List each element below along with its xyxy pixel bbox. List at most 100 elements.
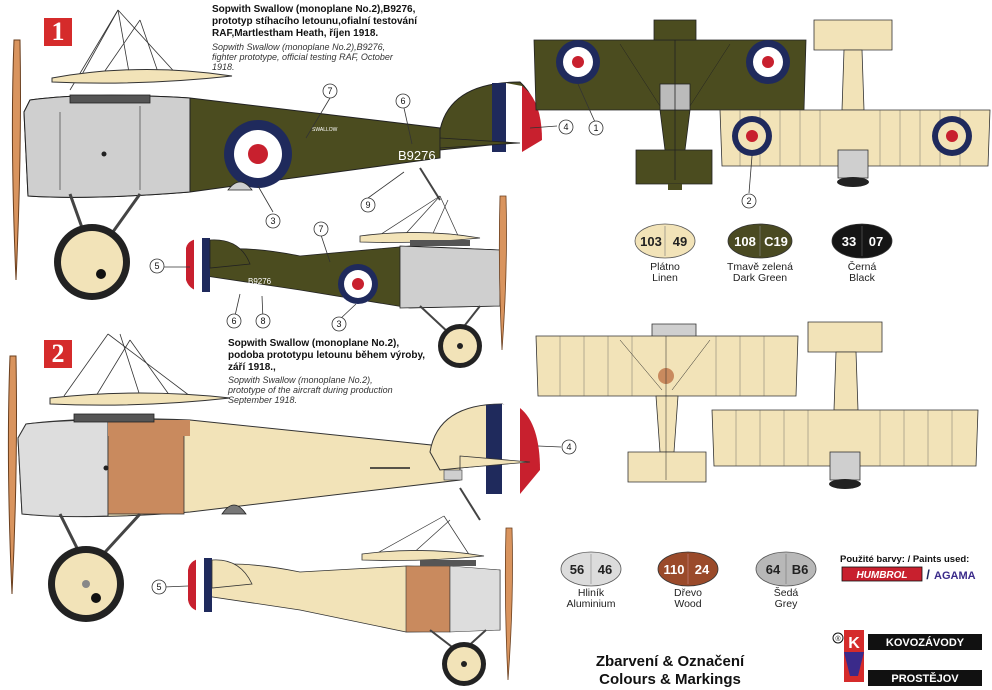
scheme1-number-badge: 1 bbox=[44, 17, 72, 46]
scheme1-small-side-view: B9276 bbox=[186, 195, 507, 368]
svg-text:56: 56 bbox=[570, 562, 584, 577]
scheme1-title-line: prototyp stíhacího letounu,ofialní testo… bbox=[212, 16, 418, 27]
callout-2: 2 bbox=[741, 193, 757, 209]
callout-3-small: 3 bbox=[331, 316, 347, 332]
swatch-row-1: 103 49 Plátno Linen 108 C19 Tmavě zelená… bbox=[634, 223, 893, 284]
scheme1-caption: Sopwith Swallow (monoplane No.2),B9276, … bbox=[212, 4, 418, 72]
scheme1-title-line: RAF,Martlestham Heath, říjen 1918. bbox=[212, 28, 378, 39]
scheme1-english-line: fighter prototype, official testing RAF,… bbox=[212, 52, 394, 62]
svg-text:49: 49 bbox=[673, 234, 687, 249]
svg-text:C19: C19 bbox=[764, 234, 788, 249]
scheme2-title-line: Sopwith Swallow (monoplane No.2), bbox=[228, 338, 399, 349]
swatch-linen: 103 49 Plátno Linen bbox=[634, 223, 696, 284]
callout-6-top: 6 bbox=[395, 93, 411, 109]
callout-8: 8 bbox=[255, 313, 271, 329]
paints-used-label: Použité barvy: / Paints used: bbox=[840, 554, 969, 565]
svg-text:8: 8 bbox=[260, 316, 265, 326]
logo-line2: PROSTĚJOV bbox=[891, 672, 959, 685]
svg-text:Plátno: Plátno bbox=[650, 261, 680, 273]
callout-9: 9 bbox=[360, 197, 376, 213]
kovozavody-logo: K ® KOVOZÁVODY PROSTĚJOV bbox=[832, 630, 982, 686]
svg-text:Aluminium: Aluminium bbox=[566, 598, 615, 610]
svg-text:4: 4 bbox=[563, 122, 568, 132]
callout-5-bottom: 5 bbox=[151, 579, 167, 595]
swatch-grey: 64 B6 Šedá Grey bbox=[755, 551, 817, 610]
svg-text:07: 07 bbox=[869, 234, 883, 249]
scheme1-english-line: 1918. bbox=[212, 62, 235, 72]
callout-1: 1 bbox=[588, 120, 604, 136]
svg-text:Dřevo: Dřevo bbox=[674, 587, 702, 599]
svg-text:Dark Green: Dark Green bbox=[733, 272, 787, 284]
swatch-dark-green: 108 C19 Tmavě zelená Dark Green bbox=[727, 223, 793, 284]
humbrol-logo: HUMBROL bbox=[856, 570, 907, 581]
registered-icon: ® bbox=[835, 635, 841, 643]
svg-text:24: 24 bbox=[695, 562, 710, 577]
svg-text:7: 7 bbox=[318, 224, 323, 234]
paints-used: Použité barvy: / Paints used: HUMBROL / … bbox=[840, 554, 976, 582]
scheme2-title-line: podoba prototypu letounu během výroby, bbox=[228, 350, 425, 361]
scheme1-title-line: Sopwith Swallow (monoplane No.2),B9276, bbox=[212, 4, 416, 15]
svg-text:Black: Black bbox=[849, 272, 875, 284]
callout-5-top: 5 bbox=[149, 258, 165, 274]
svg-text:2: 2 bbox=[746, 196, 751, 206]
scheme1-large-side-view: B9276 SWALLOW bbox=[11, 9, 542, 300]
scheme2-caption: Sopwith Swallow (monoplane No.2), podoba… bbox=[227, 338, 425, 405]
callout-4-bottom: 4 bbox=[561, 439, 577, 455]
footer-title-cz: Zbarvení & Označení bbox=[596, 653, 745, 670]
scheme2-top-view bbox=[535, 323, 799, 483]
scheme2-english-line: Sopwith Swallow (monoplane No.2), bbox=[228, 375, 373, 385]
agama-logo: AGAMA bbox=[934, 570, 976, 582]
callout-3-top: 3 bbox=[265, 213, 281, 229]
scheme2-english-line: September 1918. bbox=[228, 395, 297, 405]
svg-text:108: 108 bbox=[734, 234, 756, 249]
svg-text:110: 110 bbox=[664, 562, 685, 577]
svg-text:Grey: Grey bbox=[775, 598, 799, 610]
swatch-wood: 110 24 Dřevo Wood bbox=[657, 551, 719, 610]
svg-text:B6: B6 bbox=[792, 562, 809, 577]
callout-4-top: 4 bbox=[558, 119, 574, 135]
svg-text:1: 1 bbox=[593, 123, 598, 133]
scheme1-english-line: Sopwith Swallow (monoplane No.2),B9276, bbox=[212, 42, 385, 52]
scheme2-english-line: prototype of the aircraft during product… bbox=[227, 385, 393, 395]
svg-text:64: 64 bbox=[766, 562, 781, 577]
svg-text:Tmavě zelená: Tmavě zelená bbox=[727, 261, 793, 273]
svg-text:9: 9 bbox=[365, 200, 370, 210]
scheme2-small-side-view bbox=[188, 515, 513, 686]
callout-6-small: 6 bbox=[226, 313, 242, 329]
svg-text:2: 2 bbox=[52, 339, 65, 368]
svg-text:1: 1 bbox=[52, 17, 65, 46]
svg-text:103: 103 bbox=[640, 234, 662, 249]
logo-line1: KOVOZÁVODY bbox=[886, 636, 965, 649]
svg-text:5: 5 bbox=[154, 261, 159, 271]
swatch-row-2: 56 46 Hliník Aluminium 110 24 Dřevo Wood… bbox=[560, 551, 817, 610]
svg-text:3: 3 bbox=[270, 216, 275, 226]
scheme1-small-serial: B9276 bbox=[248, 277, 272, 286]
svg-text:33: 33 bbox=[842, 234, 856, 249]
scheme2-title-line: září 1918., bbox=[228, 362, 276, 373]
svg-text:Černá: Černá bbox=[848, 260, 877, 273]
svg-text:4: 4 bbox=[566, 442, 571, 452]
scheme2-large-side-view bbox=[7, 333, 540, 622]
svg-text:Šedá: Šedá bbox=[774, 586, 799, 599]
swatch-black: 33 07 Černá Black bbox=[831, 223, 893, 284]
footer-title-en: Colours & Markings bbox=[599, 671, 741, 688]
footer-title: Zbarvení & Označení Colours & Markings bbox=[596, 653, 745, 688]
scheme1-fuselage-text: SWALLOW bbox=[312, 127, 338, 133]
svg-text:7: 7 bbox=[327, 86, 332, 96]
svg-text:5: 5 bbox=[156, 582, 161, 592]
callout-7-small: 7 bbox=[313, 221, 329, 237]
svg-text:6: 6 bbox=[400, 96, 405, 106]
logo-mark: K bbox=[848, 635, 860, 652]
scheme2-bottom-view bbox=[711, 321, 979, 489]
svg-text:Hliník: Hliník bbox=[578, 587, 605, 599]
svg-text:Linen: Linen bbox=[652, 272, 678, 284]
svg-text:6: 6 bbox=[231, 316, 236, 326]
svg-text:46: 46 bbox=[598, 562, 612, 577]
scheme1-top-view bbox=[533, 19, 807, 190]
svg-text:3: 3 bbox=[336, 319, 341, 329]
scheme1-bottom-view bbox=[719, 19, 991, 187]
callout-markers: 7 6 4 3 9 1 2 7 5 3 6 8 4 5 bbox=[149, 83, 757, 595]
svg-text:Wood: Wood bbox=[674, 598, 701, 610]
swatch-aluminium: 56 46 Hliník Aluminium bbox=[560, 551, 622, 610]
